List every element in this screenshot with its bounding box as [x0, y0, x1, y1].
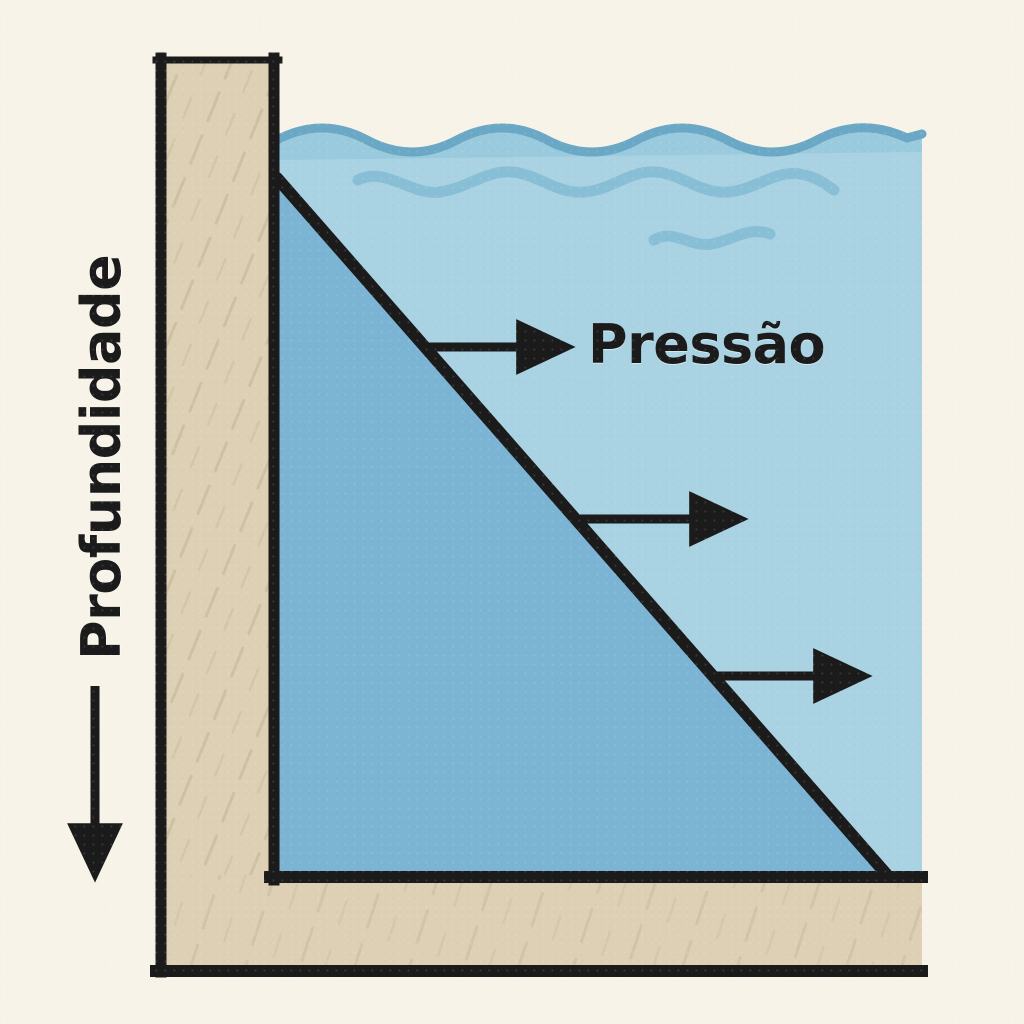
water-body: [277, 127, 922, 875]
water-surface-wave: [272, 123, 927, 157]
pressure-label: Pressão: [588, 313, 826, 376]
wave-mark-short-icon: [648, 226, 776, 251]
diagonal-pressure-profile-line: [271, 172, 894, 882]
pressure-arrows: [428, 319, 873, 704]
horizontal-floor: [158, 875, 922, 968]
wave-mark-long-icon: [352, 166, 840, 198]
depth-axis-label: Profundidade: [70, 254, 133, 660]
structure-outlines: [150, 52, 928, 978]
vertical-wall: [158, 60, 276, 968]
